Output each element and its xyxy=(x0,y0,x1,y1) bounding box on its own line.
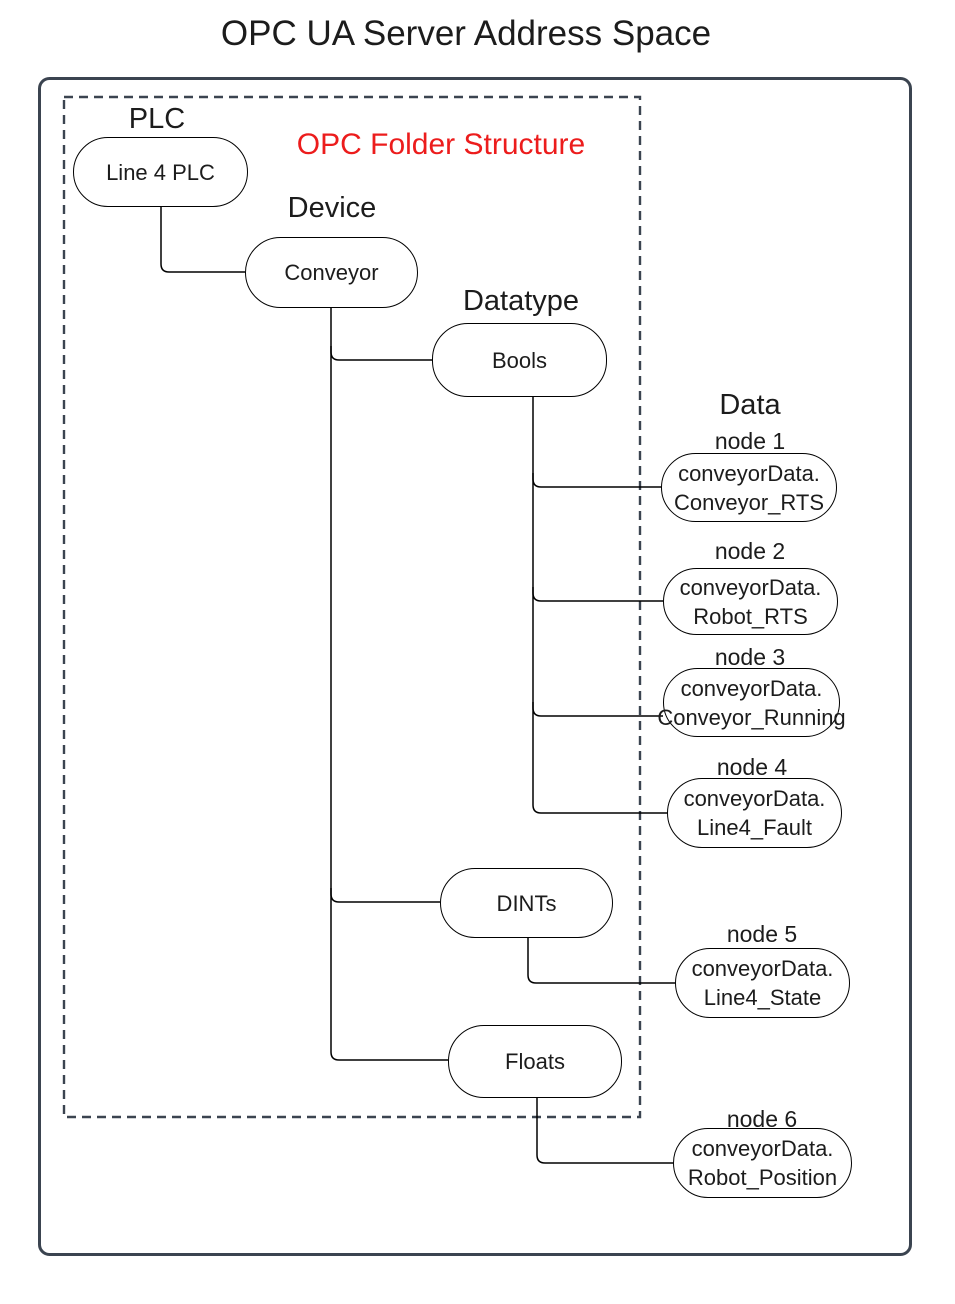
data-node-4: conveyorData. Line4_Fault xyxy=(667,778,842,848)
folder-node-line4-plc: Line 4 PLC xyxy=(73,137,248,207)
data-node-4-line1: conveyorData. xyxy=(683,786,826,811)
folder-node-floats: Floats xyxy=(448,1025,622,1098)
folder-node-dints: DINTs xyxy=(440,868,613,938)
header-datatype: Datatype xyxy=(462,285,580,317)
folder-node-floats-label: Floats xyxy=(505,1049,565,1074)
data-node-2-caption: node 2 xyxy=(714,538,786,564)
folder-node-bools-label: Bools xyxy=(491,347,548,373)
data-node-3-line1: conveyorData. xyxy=(680,675,823,701)
header-data: Data xyxy=(719,389,781,421)
header-device: Device xyxy=(287,192,377,224)
folder-node-conveyor-label: Conveyor xyxy=(284,260,379,285)
data-node-5-line2: Line4_State xyxy=(703,985,822,1010)
data-node-5-caption: node 5 xyxy=(726,921,798,947)
connector-plc-to-conveyor xyxy=(160,207,245,273)
tree-connectors xyxy=(160,207,675,1164)
connector-conveyor-to-bools xyxy=(330,346,432,361)
connector-conveyor-to-floats xyxy=(330,308,448,1061)
data-node-4-caption: node 4 xyxy=(716,754,788,780)
data-node-2: conveyorData. Robot_RTS xyxy=(663,568,838,635)
data-node-6-line1: conveyorData. xyxy=(691,1136,834,1161)
connector-bools-to-node4 xyxy=(532,397,667,814)
data-node-3-line2: Conveyor_Running xyxy=(657,704,846,730)
data-node-4-line2: Line4_Fault xyxy=(697,815,812,840)
connector-dints-to-node5 xyxy=(527,938,675,984)
data-node-6-caption: node 6 xyxy=(726,1106,798,1132)
data-node-3-caption: node 3 xyxy=(714,644,786,670)
data-node-1-line1: conveyorData. xyxy=(678,460,820,486)
opc-folder-boundary-box xyxy=(62,95,642,1119)
folder-node-dints-label: DINTs xyxy=(496,890,557,916)
data-node-1-line2: Conveyor_RTS xyxy=(674,489,824,515)
header-plc: PLC xyxy=(128,103,186,135)
data-node-5: conveyorData. Line4_State xyxy=(675,948,850,1018)
data-node-3: conveyorData. Conveyor_Running xyxy=(657,668,846,737)
connector-bools-to-node1 xyxy=(532,473,661,488)
data-node-2-line1: conveyorData. xyxy=(679,574,822,600)
connector-bools-to-node3 xyxy=(532,702,663,717)
folder-node-bools: Bools xyxy=(432,323,607,397)
address-space-boundary-box xyxy=(38,77,912,1256)
connector-bools-to-node2 xyxy=(532,587,663,602)
data-node-6-line2: Robot_Position xyxy=(687,1165,838,1190)
data-node-2-line2: Robot_RTS xyxy=(693,603,808,629)
diagram-title: OPC UA Server Address Space xyxy=(220,14,712,53)
data-node-1: conveyorData. Conveyor_RTS xyxy=(661,453,837,522)
data-node-5-line1: conveyorData. xyxy=(691,956,834,981)
opc-folder-structure-annotation: OPC Folder Structure xyxy=(296,128,586,161)
folder-node-line4-plc-label: Line 4 PLC xyxy=(106,159,215,185)
connector-conveyor-to-dints xyxy=(330,888,440,903)
connector-floats-to-node6 xyxy=(536,1098,673,1164)
data-node-1-caption: node 1 xyxy=(714,428,786,454)
data-node-6: conveyorData. Robot_Position xyxy=(673,1128,852,1198)
folder-node-conveyor: Conveyor xyxy=(245,237,418,308)
